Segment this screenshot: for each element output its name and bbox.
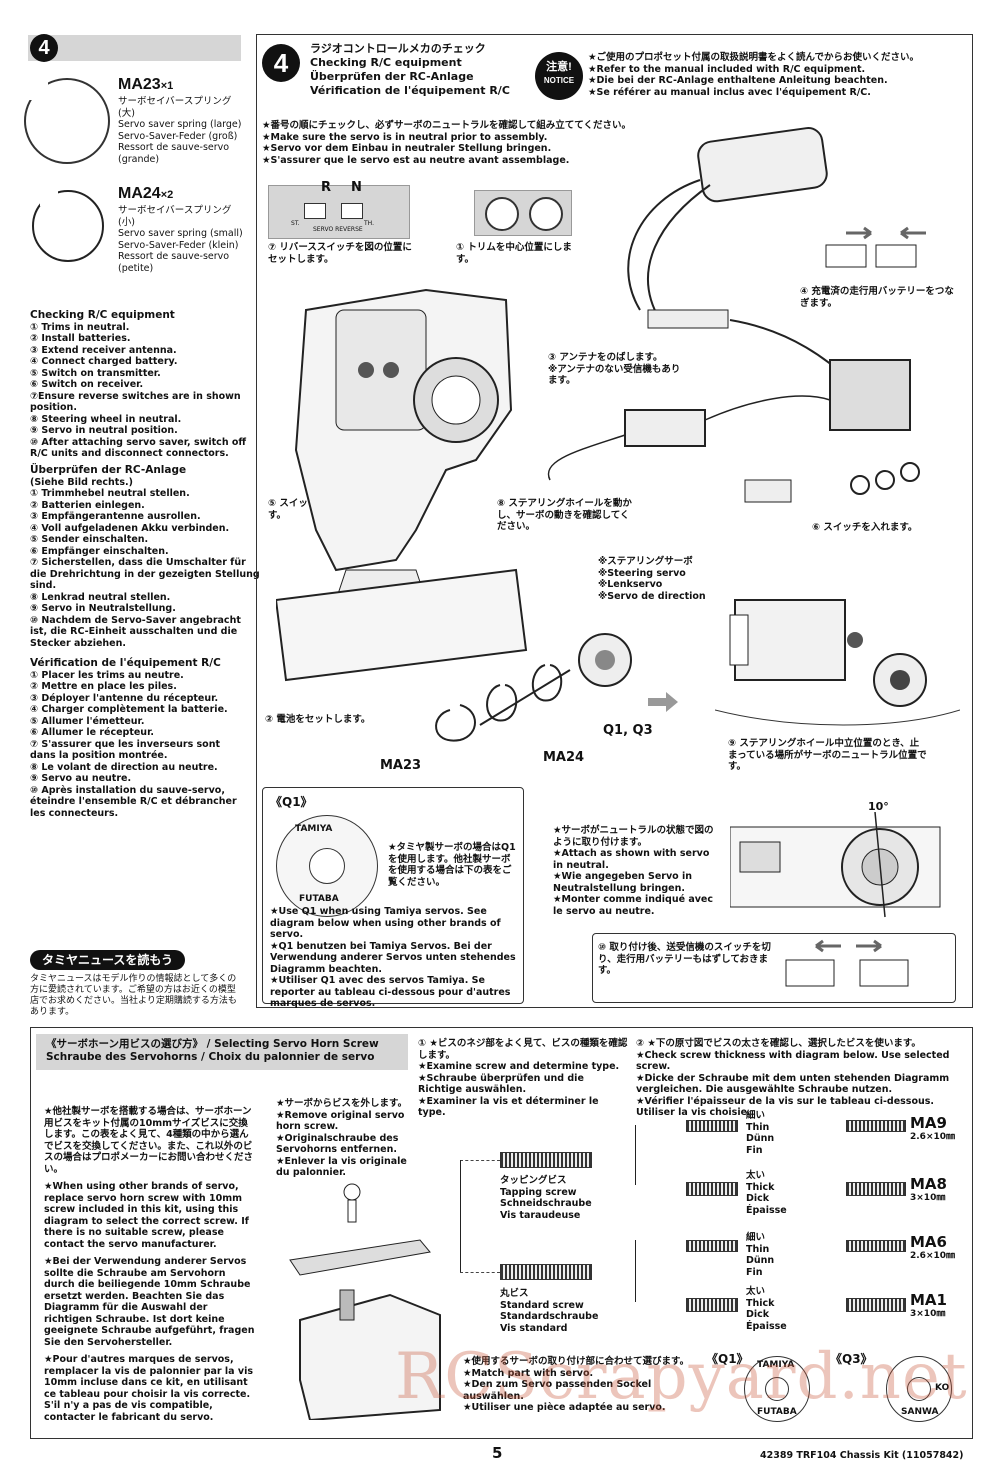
horn-screw-title-bar: 《サーボホーン用ビスの選び方》 / Selecting Servo Horn S… <box>36 1034 408 1070</box>
screw-ma8-illustration <box>846 1182 906 1196</box>
match-horn-text: ★使用するサーボの取り付け部に合わせて選びます。★Match part with… <box>463 1356 690 1413</box>
q1-horn-illustration: TAMIYA FUTABA <box>276 815 378 917</box>
servo-assembly-illustration <box>715 599 960 726</box>
screw-ma1-illustration <box>846 1298 906 1312</box>
trim-panel <box>474 190 572 236</box>
instructions-de: Überprüfen der RC-Anlage (Siehe Bild rec… <box>30 464 260 649</box>
part-code-ma24: MA24×2 <box>118 185 174 202</box>
ma24-spring-illustration <box>32 190 104 262</box>
q1-info-box <box>262 787 524 1004</box>
q1-multilang: ★Use Q1 when using Tamiya servos. See di… <box>270 906 516 1009</box>
horn-screw-left-text: ★他社製サーボを搭載する場合は、サーボホーン用ビスをキット付属の10mmサイズビ… <box>44 1106 255 1423</box>
callout-6: ⑥ スイッチを入れます。 <box>812 522 918 533</box>
tree-line <box>635 1240 636 1302</box>
transmitter-illustration <box>276 288 528 682</box>
step2-text: ② ★下の原寸図でビスの太さを確認し、選択したビスを使います。★Check sc… <box>636 1038 950 1118</box>
notice-badge: 注意!NOTICE <box>535 52 583 100</box>
screw-ma6-illustration <box>846 1240 906 1252</box>
steering-servo-label: ※ステアリングサーボ※Steering servo ※Lenkservo※Ser… <box>598 556 706 602</box>
part-code-ma23: MA23×1 <box>118 76 174 93</box>
tamiya-news-body: タミヤニュースはモデル作りの情報誌として多くの方に愛読されています。ご希望の方は… <box>30 974 237 1017</box>
screw-thick-tapping <box>686 1182 738 1196</box>
step-main-panel <box>256 34 973 1008</box>
screw-ma9-illustration <box>846 1120 906 1132</box>
step-titles: ラジオコントロールメカのチェック Checking R/C equipment … <box>310 42 510 97</box>
angle-label: 10° <box>868 800 889 813</box>
battery-pack-illustration <box>697 127 828 203</box>
step-header-bar <box>28 35 241 61</box>
main-assembly-notes: ★番号の順にチェックし、必ずサーボのニュートラルを確認して組み立ててください。★… <box>262 120 631 166</box>
callout-1: ① トリムを中心位置にします。 <box>456 242 572 265</box>
callout-7: ⑦ リバーススイッチを図の位置にセットします。 <box>268 242 412 265</box>
ma23-spring-illustration <box>24 78 110 164</box>
page-number: 5 <box>492 1444 503 1462</box>
tree-line <box>460 1160 461 1272</box>
label-ma24: MA24 <box>543 750 585 765</box>
step10-box <box>592 933 956 1003</box>
label-ma23: MA23 <box>380 758 422 773</box>
notice-text: ★ご使用のプロポセット付属の取扱説明書をよく読んでからお使いください。★Refe… <box>588 52 920 98</box>
tree-line <box>460 1160 500 1161</box>
callout-4: ④ 充電済の走行用バッテリーをつなぎます。 <box>800 286 954 309</box>
disconnect-diagram <box>785 939 909 987</box>
part-desc-ma23: サーボセイバースプリング (大) Servo saver spring (lar… <box>118 96 242 165</box>
neutral-attach-note: ★サーボがニュートラルの状態で図のように取り付けます。★Attach as sh… <box>553 825 714 917</box>
spring-assembly-illustration <box>435 633 632 742</box>
wiring-illustration <box>547 179 920 503</box>
q3-horn-small: KO SANWA <box>886 1356 952 1422</box>
q3-label: 《Q3》 <box>830 1352 873 1366</box>
remove-screw-text: ★サーボからビスを外します。★Remove original servo hor… <box>276 1098 408 1178</box>
part-desc-ma24: サーボセイバースプリング (小) Servo saver spring (sma… <box>118 205 243 274</box>
q1-label: 《Q1》 <box>706 1352 749 1366</box>
callout-10: ⑩ 取り付け後、送受信機のスイッチを切り、走行用バッテリーもはずしておきます。 <box>598 942 771 976</box>
q1-horn-small: TAMIYA FUTABA <box>744 1356 810 1422</box>
ring-gap <box>28 80 48 100</box>
tree-line <box>460 1272 500 1273</box>
reverse-switch-panel: R N ST. TH. SERVO REVERSE <box>268 180 410 239</box>
servo-neutral-illustration <box>730 812 941 918</box>
callout-2: ② 電池をセットします。 <box>265 714 371 725</box>
step1-text: ① ★ビスのネジ部をよく見て、ビスの種類を確認します。★Examine scre… <box>418 1038 628 1118</box>
tree-line <box>635 1125 636 1185</box>
instructions-en: Checking R/C equipment ① Trims in neutra… <box>30 309 247 459</box>
connector-diagram <box>825 226 926 268</box>
servo-horn-removal-illustration <box>289 1183 441 1420</box>
tapping-screw-illustration <box>500 1152 592 1168</box>
standard-screw-illustration <box>500 1264 592 1280</box>
screw-thin-tapping <box>686 1120 738 1132</box>
callout-3: ③ アンテナをのばします。※アンテナのない受信機もあります。 <box>548 352 681 386</box>
tamiya-news-title: タミヤニュースを読もう <box>30 950 185 970</box>
watermark: RCScrapyard.net <box>395 1340 968 1414</box>
servo-horn-screw-panel <box>30 1027 973 1439</box>
callout-8: ⑧ ステアリングホイールを動かし、サーボの動きを確認してください。 <box>497 498 632 532</box>
screw-thin-standard <box>686 1240 738 1252</box>
step-number-badge: 4 <box>30 34 58 62</box>
arrow-right-hatched <box>648 692 678 712</box>
instructions-fr: Vérification de l'équipement R/C ① Place… <box>30 657 237 819</box>
screw-thick-standard <box>686 1298 738 1312</box>
main-step-badge: 4 <box>262 44 300 82</box>
q1-title: 《Q1》 <box>270 795 313 809</box>
kit-footer: 42389 TRF104 Chassis Kit (11057842) <box>760 1450 964 1461</box>
step-number: 4 <box>38 37 50 59</box>
callout-9: ⑨ ステアリングホイール中立位置のとき、止まっている場所がサーボのニュートラル位… <box>728 738 927 772</box>
q1-jp: ★タミヤ製サーボの場合はQ1を使用します。他社製サーボを使用する場合は下の表をご… <box>388 842 516 888</box>
label-q1q3: Q1, Q3 <box>603 723 653 738</box>
ring-gap <box>40 190 58 206</box>
